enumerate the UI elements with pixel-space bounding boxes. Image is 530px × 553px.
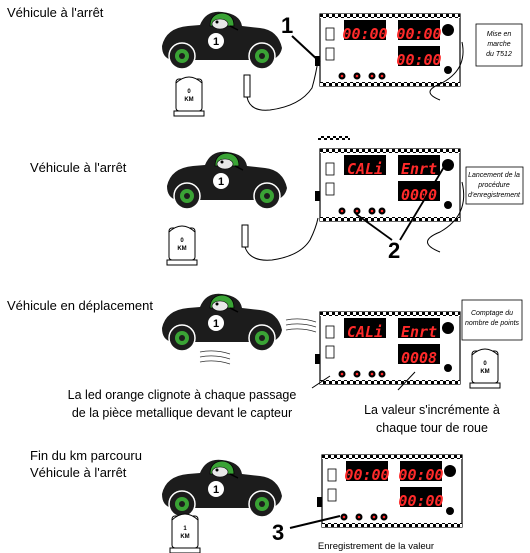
note-line: du T512 — [486, 51, 512, 58]
display-top-left: 00:00 — [344, 466, 389, 484]
race-car-icon — [161, 459, 283, 518]
step-number: 1 — [281, 13, 293, 38]
caption-save: Enregistrement de la valeur — [318, 541, 434, 552]
note-box — [461, 299, 523, 341]
stage-2-title: Véhicule à l'arrêt — [30, 160, 127, 175]
step-arrow — [399, 166, 445, 241]
note-line: Lancement de la — [468, 172, 520, 179]
km-marker-value: 0 — [483, 361, 487, 367]
caption-led: de la pièce metallique devant le capteur — [72, 406, 292, 420]
speed-lines-icon — [285, 318, 317, 333]
note-line: Mise en — [487, 31, 512, 38]
step-arrow — [355, 213, 393, 241]
sensor-cable — [244, 217, 319, 261]
note-line: marche — [487, 41, 510, 48]
race-car-icon — [161, 11, 283, 70]
stage-1: Véhicule à l'arrêt 0 KM 00:00 00:00 00:0… — [7, 5, 523, 117]
callout-line — [311, 375, 331, 389]
step-number: 3 — [272, 520, 284, 545]
caption-led: La led orange clignote à chaque passage — [68, 388, 297, 402]
power-cable — [427, 181, 465, 253]
display-bottom-right: 0008 — [401, 349, 437, 367]
note-box — [475, 23, 523, 67]
km-marker-value: 1 — [183, 526, 187, 532]
note-line: procédure — [477, 182, 510, 189]
t512-device — [314, 311, 461, 385]
display-bottom-right: 00:00 — [396, 51, 441, 69]
note-line: d'enregistrement — [468, 192, 521, 199]
km-marker-unit: KM — [177, 246, 186, 252]
km-marker-unit: KM — [180, 534, 189, 540]
km-marker-value: 0 — [180, 238, 184, 244]
step-number: 2 — [388, 238, 400, 263]
display-top-left: CALi — [347, 160, 383, 178]
caption-counter: chaque tour de roue — [376, 421, 488, 435]
sensor-icon — [241, 224, 249, 248]
km-marker-value: 0 — [187, 89, 191, 95]
power-cable — [429, 41, 464, 101]
checker-strip — [318, 136, 350, 140]
display-top-right: 00:00 — [396, 25, 441, 43]
step-arrow — [291, 35, 321, 63]
speed-lines-icon — [199, 350, 231, 365]
km-marker-unit: KM — [480, 369, 489, 375]
note-box — [465, 166, 524, 205]
stage-4: Fin du km parcouru Véhicule à l'arrêt 1 … — [30, 448, 463, 553]
display-top-right: Enrt — [401, 160, 437, 178]
stage-2: Véhicule à l'arrêt 0 KM CALi Enrt 0000 2… — [30, 136, 524, 266]
km-marker-unit: KM — [184, 97, 193, 103]
display-top-right: Enrt — [401, 323, 437, 341]
display-top-left: 00:00 — [342, 25, 387, 43]
note-line: nombre de points — [465, 320, 520, 327]
race-car-icon — [161, 293, 283, 352]
display-top-left: CALi — [347, 323, 383, 341]
callout-line — [397, 371, 416, 391]
stage-4-title: Fin du km parcouru — [30, 448, 142, 463]
display-top-right: 00:00 — [398, 466, 443, 484]
race-car-icon — [166, 151, 288, 210]
sensor-cable — [246, 59, 319, 111]
note-line: Comptage du — [471, 310, 513, 317]
display-bottom-right: 00:00 — [398, 492, 443, 510]
caption-counter: La valeur s'incrémente à — [364, 403, 500, 417]
display-bottom-right: 0000 — [401, 186, 437, 204]
step-arrow — [289, 515, 341, 529]
stage-1-title: Véhicule à l'arrêt — [7, 5, 104, 20]
stage-4-title: Véhicule à l'arrêt — [30, 465, 127, 480]
t512-device — [314, 148, 461, 222]
sensor-icon — [243, 74, 251, 98]
stage-3-title: Véhicule en déplacement — [7, 298, 153, 313]
stage-3: Véhicule en déplacement CALi Enrt 0008 0… — [7, 293, 523, 435]
